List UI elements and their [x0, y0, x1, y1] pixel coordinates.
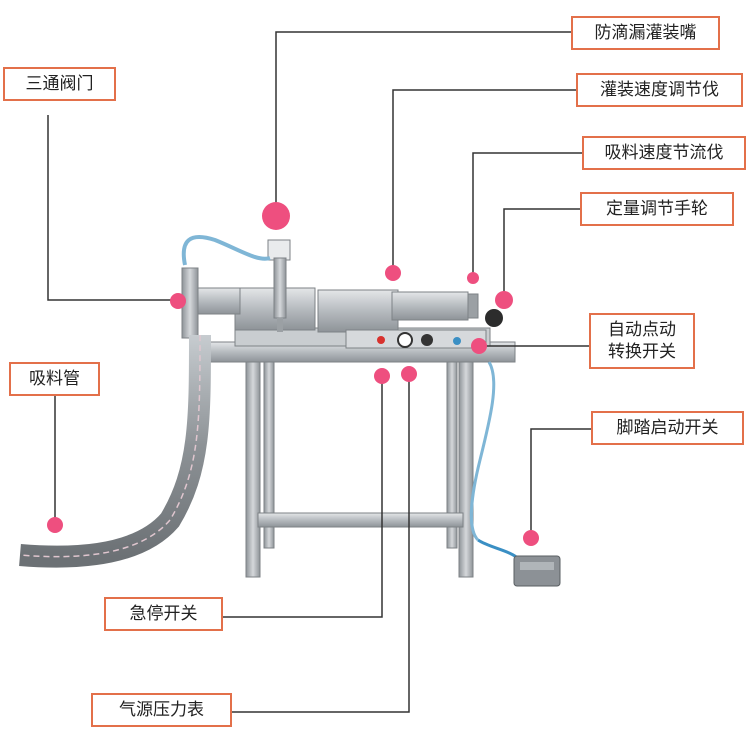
label-three-way-valve: 三通阀门: [3, 67, 116, 101]
label-filling-speed: 灌装速度调节伐: [576, 73, 743, 107]
foot-pedal-plate: [520, 562, 554, 570]
table-frame: [204, 341, 516, 578]
label-air-gauge: 气源压力表: [91, 693, 232, 727]
leader-filling-speed: [392, 89, 576, 270]
pedal-air-tube: [477, 538, 522, 562]
leader-three-way-valve: [47, 115, 178, 301]
marker-three-way-valve: [170, 293, 186, 309]
leader-emergency-stop: [223, 378, 383, 618]
nozzle-body: [273, 257, 287, 319]
label-three-way-valve-text: 三通阀门: [25, 74, 94, 94]
leader-air-gauge: [232, 378, 410, 713]
pump-block: [317, 289, 399, 333]
marker-auto-switch: [471, 338, 487, 354]
leader-filling-nozzle: [275, 31, 571, 215]
air-tube: [181, 235, 271, 266]
foot-pedal-unit: [470, 361, 561, 587]
label-filling-nozzle: 防滴漏灌装嘴: [571, 16, 720, 50]
label-volume-wheel: 定量调节手轮: [580, 192, 734, 226]
label-filling-nozzle-text: 防滴漏灌装嘴: [594, 23, 697, 43]
nozzle-actuator: [267, 239, 291, 261]
leader-volume-wheel: [503, 208, 580, 298]
label-foot-pedal: 脚踏启动开关: [591, 411, 744, 445]
label-emergency-stop-text: 急停开关: [129, 604, 198, 624]
suction-hose-stripe: [19, 334, 201, 558]
valve-assembly: [181, 235, 271, 339]
label-auto-switch-line2: 转换开关: [608, 342, 676, 362]
label-suction-speed: 吸料速度节流伐: [582, 136, 746, 170]
label-suction-speed-text: 吸料速度节流伐: [604, 143, 724, 163]
label-volume-wheel-text: 定量调节手轮: [606, 199, 708, 219]
label-air-gauge-text: 气源压力表: [119, 700, 204, 720]
label-suction-pipe-text: 吸料管: [29, 369, 80, 389]
stop-button-knob: [377, 336, 385, 344]
marker-suction-pipe: [47, 517, 63, 533]
marker-filling-speed: [385, 265, 401, 281]
nozzle-assembly: [267, 239, 291, 332]
cylinder-end-cap: [467, 293, 479, 319]
label-emergency-stop: 急停开关: [104, 597, 223, 631]
control-panel: [345, 329, 487, 349]
leader-lines: [47, 31, 591, 713]
marker-suction-speed: [467, 272, 479, 284]
callout-markers: [47, 202, 539, 546]
marker-filling-nozzle: [262, 202, 290, 230]
label-suction-pipe: 吸料管: [9, 362, 100, 396]
air-cylinder: [391, 291, 469, 321]
pressure-gauge-face: [397, 332, 413, 348]
switch-air-tube: [470, 361, 496, 542]
nozzle-tip: [277, 318, 283, 332]
leader-foot-pedal: [530, 428, 591, 537]
leader-suction-speed: [472, 152, 582, 276]
volume-handwheel: [485, 309, 503, 327]
front-left-leg: [245, 361, 261, 578]
label-auto-switch-line1: 自动点动: [608, 320, 676, 340]
lower-crossbar: [257, 512, 464, 528]
label-filling-speed-text: 灌装速度调节伐: [600, 80, 719, 100]
foot-pedal: [513, 555, 561, 587]
mode-switch-knob: [421, 334, 433, 346]
air-fitting: [453, 337, 461, 345]
marker-volume-wheel: [495, 291, 513, 309]
label-auto-switch: 自动点动 转换开关: [589, 313, 695, 369]
front-right-leg: [458, 361, 474, 578]
label-foot-pedal-text: 脚踏启动开关: [616, 418, 719, 438]
marker-air-gauge: [401, 366, 417, 382]
marker-foot-pedal: [523, 530, 539, 546]
marker-emergency-stop: [374, 368, 390, 384]
